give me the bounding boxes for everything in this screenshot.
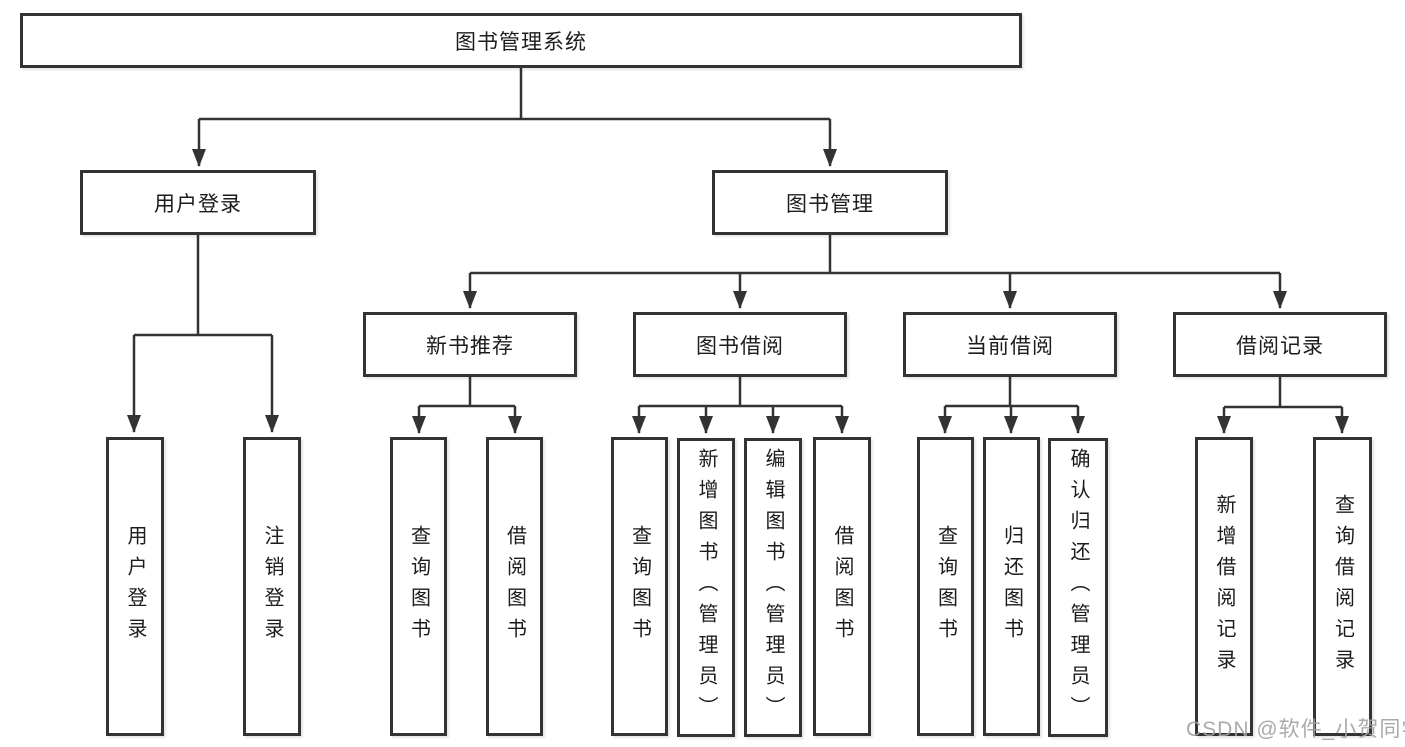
leaf-logout-label: 注销登录: [261, 524, 283, 649]
leaf-bb-add-book-admin-label: 新增图书（管理员）: [695, 448, 717, 727]
node-borrowing-records-label: 借阅记录: [1236, 334, 1324, 358]
node-root: 图书管理系统: [20, 13, 1022, 68]
node-book-borrowing: 图书借阅: [633, 312, 847, 377]
leaf-nb-query-books: 查询图书: [390, 437, 447, 736]
leaf-cb-return-books: 归还图书: [983, 437, 1040, 736]
leaf-cb-confirm-return-admin: 确认归还（管理员）: [1048, 438, 1108, 737]
node-borrowing-records: 借阅记录: [1173, 312, 1387, 377]
leaf-br-add-record-label: 新增借阅记录: [1213, 493, 1235, 680]
leaf-cb-return-books-label: 归还图书: [1000, 524, 1023, 649]
leaf-nb-query-books-label: 查询图书: [407, 524, 430, 649]
leaf-br-query-record: 查询借阅记录: [1313, 437, 1372, 736]
leaf-bb-query-books-label: 查询图书: [628, 524, 651, 649]
node-root-label: 图书管理系统: [455, 30, 587, 54]
watermark: CSDN @软件_小贺同学: [1186, 718, 1405, 741]
leaf-user-login-label: 用户登录: [124, 524, 146, 649]
leaf-nb-borrow-books: 借阅图书: [486, 437, 543, 736]
leaf-br-add-record: 新增借阅记录: [1195, 437, 1253, 736]
leaf-user-login: 用户登录: [106, 437, 164, 736]
leaf-bb-borrow-books: 借阅图书: [813, 437, 871, 736]
leaf-bb-query-books: 查询图书: [611, 437, 668, 736]
leaf-nb-borrow-books-label: 借阅图书: [503, 524, 526, 649]
node-current-borrowing: 当前借阅: [903, 312, 1117, 377]
node-current-borrowing-label: 当前借阅: [966, 334, 1054, 358]
leaf-logout: 注销登录: [243, 437, 301, 736]
leaf-cb-confirm-return-admin-label: 确认归还（管理员）: [1067, 448, 1089, 727]
node-user-login-label: 用户登录: [154, 192, 242, 216]
node-new-book-recommend: 新书推荐: [363, 312, 577, 377]
node-book-borrowing-label: 图书借阅: [696, 334, 784, 358]
leaf-cb-query-books: 查询图书: [917, 437, 974, 736]
node-book-management-label: 图书管理: [786, 192, 874, 216]
node-user-login: 用户登录: [80, 170, 316, 235]
node-new-book-recommend-label: 新书推荐: [426, 334, 514, 358]
leaf-cb-query-books-label: 查询图书: [934, 524, 957, 649]
leaf-br-query-record-label: 查询借阅记录: [1331, 493, 1354, 680]
leaf-bb-edit-book-admin-label: 编辑图书（管理员）: [762, 448, 784, 727]
leaf-bb-borrow-books-label: 借阅图书: [831, 524, 853, 649]
leaf-bb-add-book-admin: 新增图书（管理员）: [677, 438, 735, 737]
node-book-management: 图书管理: [712, 170, 948, 235]
leaf-bb-edit-book-admin: 编辑图书（管理员）: [744, 438, 802, 737]
